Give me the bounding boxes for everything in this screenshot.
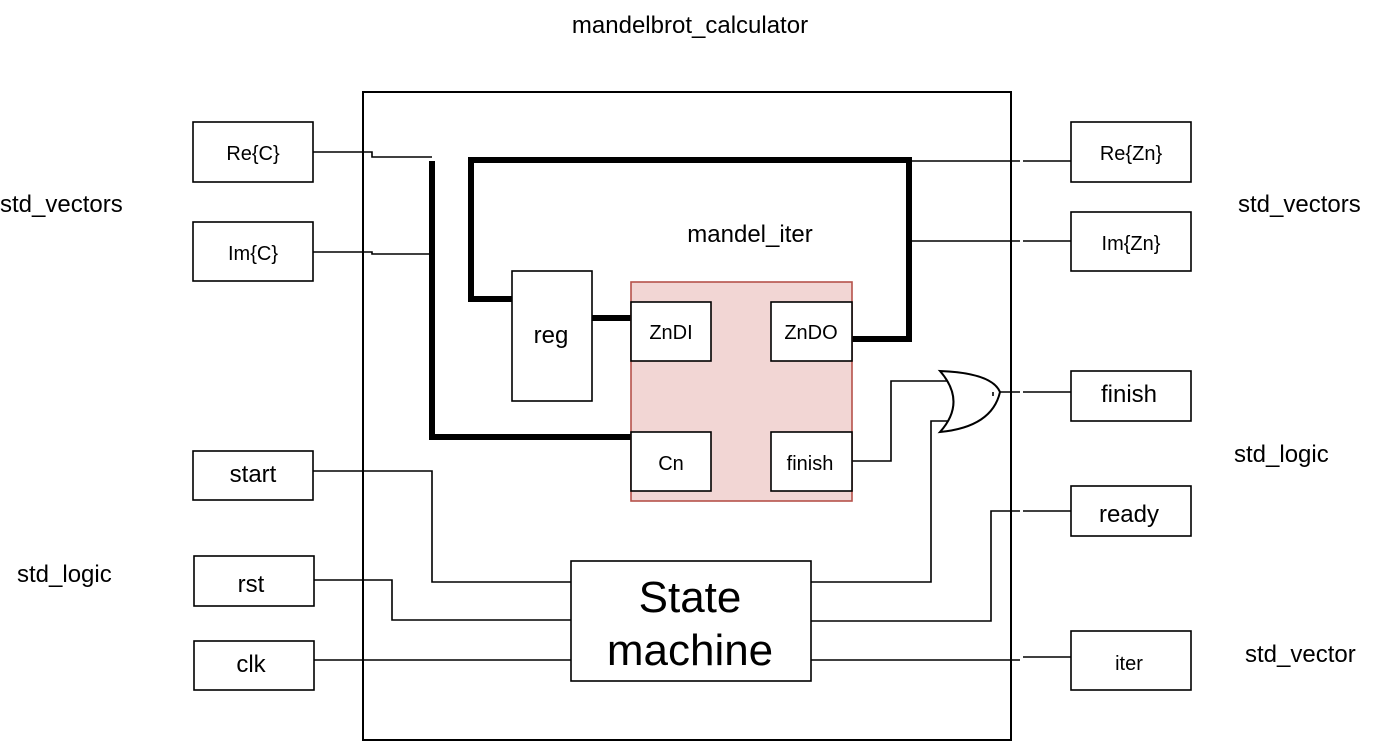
- svg-text:State: State: [639, 573, 742, 622]
- mandelbrot-calculator-entity: [362, 91, 1012, 741]
- input-port-clk: clk: [193, 640, 315, 691]
- svg-text:finish: finish: [1101, 381, 1157, 408]
- type-label-left-logic: std_logic: [17, 561, 112, 588]
- port-cn: Cn: [630, 431, 712, 492]
- svg-text:reg: reg: [534, 322, 569, 349]
- wire-sm-to-or: [811, 420, 948, 583]
- input-port-start: start: [192, 450, 314, 501]
- svg-text:iter: iter: [1115, 653, 1143, 675]
- output-port-ready: ready: [1070, 485, 1192, 537]
- svg-text:finish: finish: [787, 453, 834, 475]
- input-port-re-c: Re{C}: [192, 121, 314, 183]
- output-port-finish: finish: [1070, 370, 1192, 422]
- svg-text:machine: machine: [607, 626, 773, 675]
- mandel-iter-label: mandel_iter: [687, 221, 812, 248]
- bus-c-to-cn: [429, 161, 634, 440]
- output-port-im-zn: Im{Zn}: [1070, 211, 1192, 272]
- port-zndi: ZnDI: [630, 301, 712, 362]
- output-port-iter: iter: [1070, 630, 1192, 691]
- svg-text:Im{C}: Im{C}: [228, 243, 278, 265]
- wire-start: [313, 470, 571, 583]
- input-port-im-c: Im{C}: [192, 221, 314, 282]
- or-gate-icon: [937, 369, 1002, 434]
- type-label-right-vector: std_vector: [1245, 641, 1356, 668]
- wire-re-c: [313, 151, 432, 158]
- svg-text:ZnDI: ZnDI: [649, 322, 692, 344]
- output-port-re-zn: Re{Zn}: [1070, 121, 1192, 183]
- port-zndo: ZnDO: [770, 301, 853, 362]
- wire-finish-to-or: [852, 380, 948, 462]
- svg-text:Re{C}: Re{C}: [226, 143, 280, 165]
- svg-text:start: start: [230, 461, 277, 488]
- wire-iter: [811, 656, 1074, 661]
- port-finish-internal: finish: [770, 431, 853, 492]
- type-label-left-vectors: std_vectors: [0, 191, 123, 218]
- reg-block: reg: [511, 270, 593, 402]
- wire-im-c: [313, 251, 432, 255]
- wire-ready: [811, 510, 1071, 622]
- type-label-right-vectors: std_vectors: [1238, 191, 1361, 218]
- mandel-iter-block: ZnDI ZnDO Cn finish: [630, 281, 853, 502]
- bus-zn-feedback: [468, 157, 912, 342]
- svg-text:Re{Zn}: Re{Zn}: [1100, 143, 1163, 165]
- state-machine-block: State machine: [570, 560, 812, 682]
- svg-text:Im{Zn}: Im{Zn}: [1102, 233, 1161, 255]
- diagram-title: mandelbrot_calculator: [572, 12, 808, 39]
- svg-text:ready: ready: [1099, 501, 1159, 528]
- svg-text:rst: rst: [238, 571, 265, 598]
- type-label-right-logic: std_logic: [1234, 441, 1329, 468]
- svg-text:clk: clk: [236, 651, 266, 678]
- svg-text:Cn: Cn: [658, 453, 684, 475]
- svg-text:ZnDO: ZnDO: [784, 322, 837, 344]
- input-port-rst: rst: [193, 555, 315, 607]
- wire-rst: [313, 579, 571, 621]
